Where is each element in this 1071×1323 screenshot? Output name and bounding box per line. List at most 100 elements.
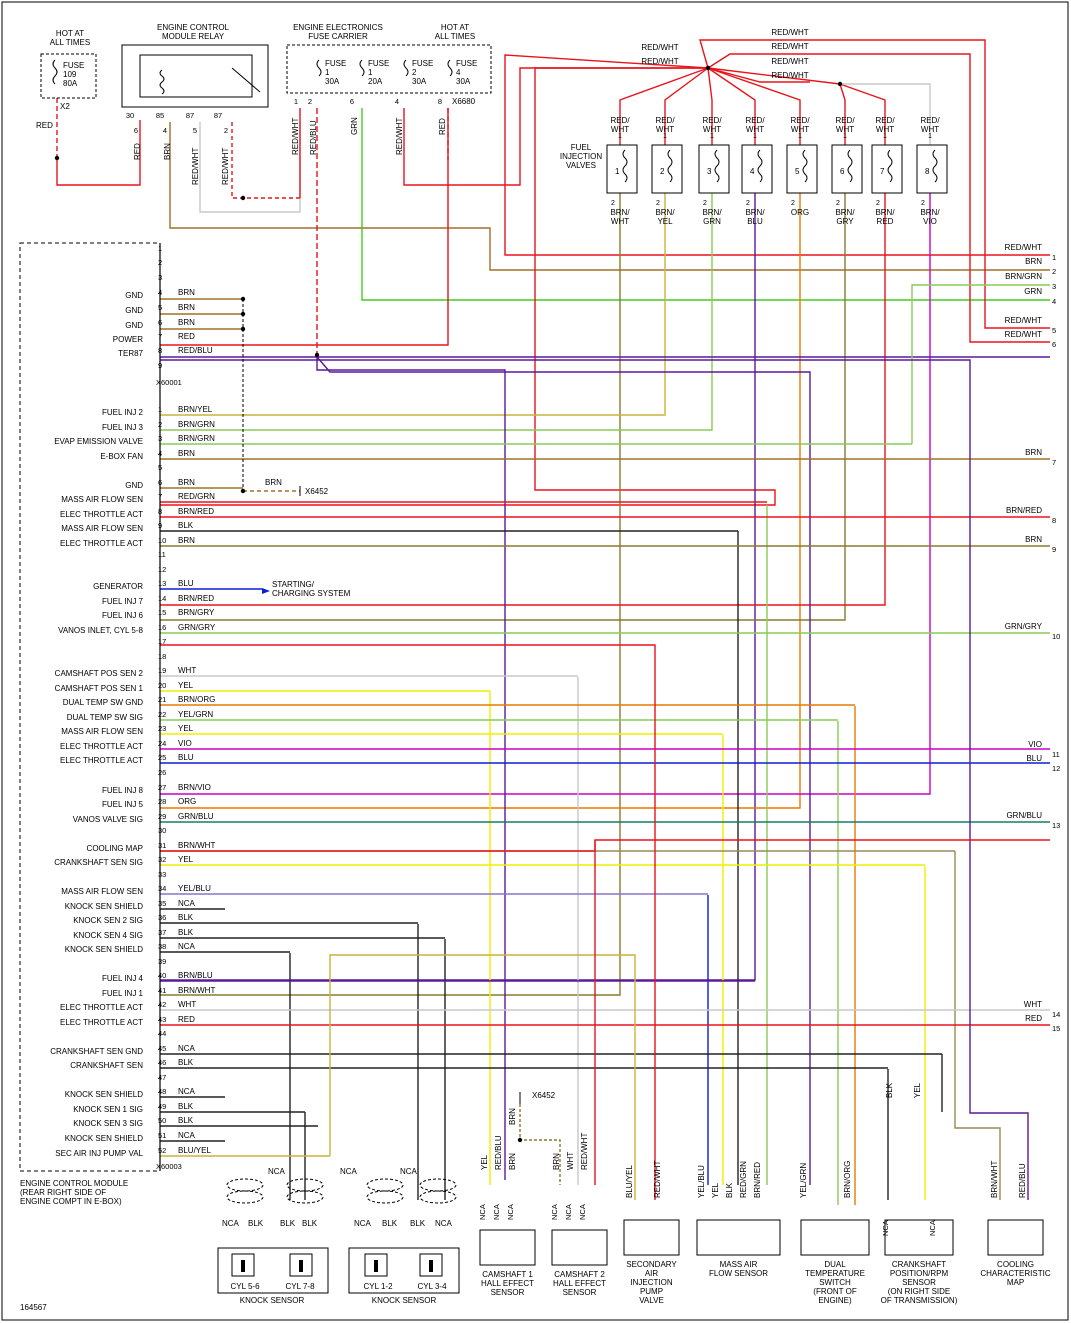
splice-star bbox=[705, 65, 711, 71]
injector-coil-icon bbox=[802, 149, 808, 183]
ecm-wire-color: BRN bbox=[178, 288, 195, 297]
right-wire-label: RED/WHT bbox=[1005, 330, 1042, 339]
right-wire-label: BRN/GRN bbox=[1005, 272, 1042, 281]
wire-layer bbox=[56, 39, 1050, 1205]
injector-pin-label: 1 bbox=[663, 133, 667, 140]
ecm-pin-number: 48 bbox=[158, 1087, 166, 1096]
red-wire-relay bbox=[56, 120, 141, 186]
ecm-wire-color: BRN/RED bbox=[178, 594, 214, 603]
ecm-pin-label: ELEC THROTTLE ACT bbox=[60, 756, 143, 765]
crank-wire-label: YEL bbox=[913, 1082, 922, 1098]
injector-coil-icon bbox=[932, 149, 938, 183]
injector-top-wire-label: RED/WHT bbox=[790, 116, 810, 134]
ecm-wire-color: BRN/RED bbox=[178, 507, 214, 516]
ecm-pin-label: KNOCK SEN 3 SIG bbox=[73, 1119, 143, 1128]
cam1-wire-label: BRN bbox=[508, 1153, 517, 1170]
ecm-pin-label: SEC AIR INJ PUMP VAL bbox=[55, 1149, 143, 1158]
injector-number: 2 bbox=[660, 167, 665, 176]
ecm-wire-color: BRN bbox=[178, 303, 195, 312]
maf-wire-label: BRN/RED bbox=[753, 1162, 762, 1198]
ecm-pin-number: 44 bbox=[158, 1029, 166, 1038]
ecm-wire-color: BRN/WHT bbox=[178, 841, 215, 850]
ecm-pin-number: 4 bbox=[158, 449, 162, 458]
cooling-redblu bbox=[160, 359, 1029, 1200]
relay-redwht-label: RED/WHT bbox=[221, 148, 230, 185]
ecm-pin-label: KNOCK SEN SHIELD bbox=[65, 1090, 143, 1099]
injector-coil-icon bbox=[714, 149, 720, 183]
dual-temp-switch bbox=[800, 1219, 870, 1256]
injector-pin-label: 1 bbox=[843, 133, 847, 140]
inj2-feed bbox=[664, 67, 709, 145]
ecm-pin-label: CRANKSHAFT SEN bbox=[70, 1061, 143, 1070]
ecm-wire-color: NCA bbox=[178, 1087, 196, 1096]
ecm-pin-number: 6 bbox=[158, 318, 162, 327]
injector-pin-label: 2 bbox=[703, 200, 707, 207]
ecm-pin-label: FUEL INJ 3 bbox=[102, 423, 144, 432]
injector-bottom-wire-label: BRN/GRN bbox=[702, 208, 722, 226]
camshaft-2-sensor bbox=[551, 1229, 608, 1266]
ecm-pin-number: 9 bbox=[158, 361, 162, 370]
ecm-wire-color: BLK bbox=[178, 1102, 194, 1111]
injector-feed-label: RED/WHT bbox=[641, 43, 678, 52]
shield-icon bbox=[286, 1190, 324, 1204]
grn-wire bbox=[361, 108, 1050, 301]
inj6-return bbox=[160, 193, 846, 621]
ecm-pin-label: MASS AIR FLOW SEN bbox=[61, 887, 143, 896]
brn-relay-wire bbox=[169, 122, 1050, 271]
right-connector-number: 13 bbox=[1052, 821, 1060, 830]
knock-wire-label: BLK bbox=[410, 1219, 426, 1228]
inj5-feed bbox=[707, 67, 801, 145]
right-connector-number: 8 bbox=[1052, 516, 1056, 525]
gnd-brn-label: BRN bbox=[265, 478, 282, 487]
ecm-pin-number: 47 bbox=[158, 1073, 166, 1082]
ecm-pin-label: COOLING MAP bbox=[87, 844, 143, 853]
knock-wire-label: BLK bbox=[248, 1219, 264, 1228]
ecm-pin-number: 21 bbox=[158, 695, 166, 704]
evap-up bbox=[911, 284, 1050, 444]
ecm-pin-number: 3 bbox=[158, 434, 162, 443]
ecm-pin-number: 50 bbox=[158, 1116, 166, 1125]
ecm-pin-label: E-BOX FAN bbox=[100, 452, 143, 461]
ecm-pin-number: 10 bbox=[158, 536, 166, 545]
relay-inner bbox=[139, 54, 253, 98]
ecm-wire-color: BLU bbox=[178, 753, 194, 762]
relay-red-label: RED bbox=[133, 143, 142, 160]
inj7-return bbox=[160, 193, 886, 606]
ecm-pin-number: 1 bbox=[158, 405, 162, 414]
cam1-pin-nca: NCA bbox=[478, 1204, 487, 1220]
ecm-pin-label: VANOS VALVE SIG bbox=[73, 815, 143, 824]
redwht-out-1 bbox=[504, 54, 1050, 256]
injector-feed-label: RED/WHT bbox=[771, 28, 808, 37]
splice-dot bbox=[240, 195, 246, 201]
fuel-injector-4 bbox=[741, 144, 773, 194]
ecm-pin-number: 20 bbox=[158, 681, 166, 690]
nca-label: NCA bbox=[340, 1167, 358, 1176]
injector-bottom-wire-label: BRN/VIO bbox=[920, 208, 940, 226]
cooling-down bbox=[954, 851, 1001, 1200]
ecm-wire-color: BRN bbox=[178, 318, 195, 327]
ecm-pin-label: FUEL INJ 7 bbox=[102, 597, 144, 606]
inj4-feed bbox=[707, 67, 756, 145]
ecm-wire-color: GRN/BLU bbox=[178, 812, 214, 821]
cam2-pin-nca: NCA bbox=[564, 1204, 573, 1220]
red-wire-label: RED bbox=[36, 121, 53, 130]
dual-wire-label: BRN/ORG bbox=[843, 1161, 852, 1198]
inj1-feed bbox=[619, 67, 709, 145]
arrow-icon bbox=[262, 588, 270, 594]
sec-air-wire-label: BLU/YEL bbox=[625, 1165, 634, 1198]
injector-feed-label: RED/WHT bbox=[771, 57, 808, 66]
splice-dot bbox=[517, 1137, 523, 1143]
secondary-air-valve bbox=[623, 1219, 680, 1256]
knock-wire-label: BLK bbox=[382, 1219, 398, 1228]
relay-pin-label: 87 bbox=[186, 111, 194, 120]
redwht-out-6 bbox=[707, 53, 1050, 343]
ecm-wire-color: BLK bbox=[178, 928, 194, 937]
maf-wire-label: YEL/BLU bbox=[697, 1165, 706, 1198]
right-connector-number: 6 bbox=[1052, 340, 1056, 349]
ecm-pin-number: 5 bbox=[158, 303, 162, 312]
fuse-pin-label: 2 bbox=[308, 97, 312, 106]
